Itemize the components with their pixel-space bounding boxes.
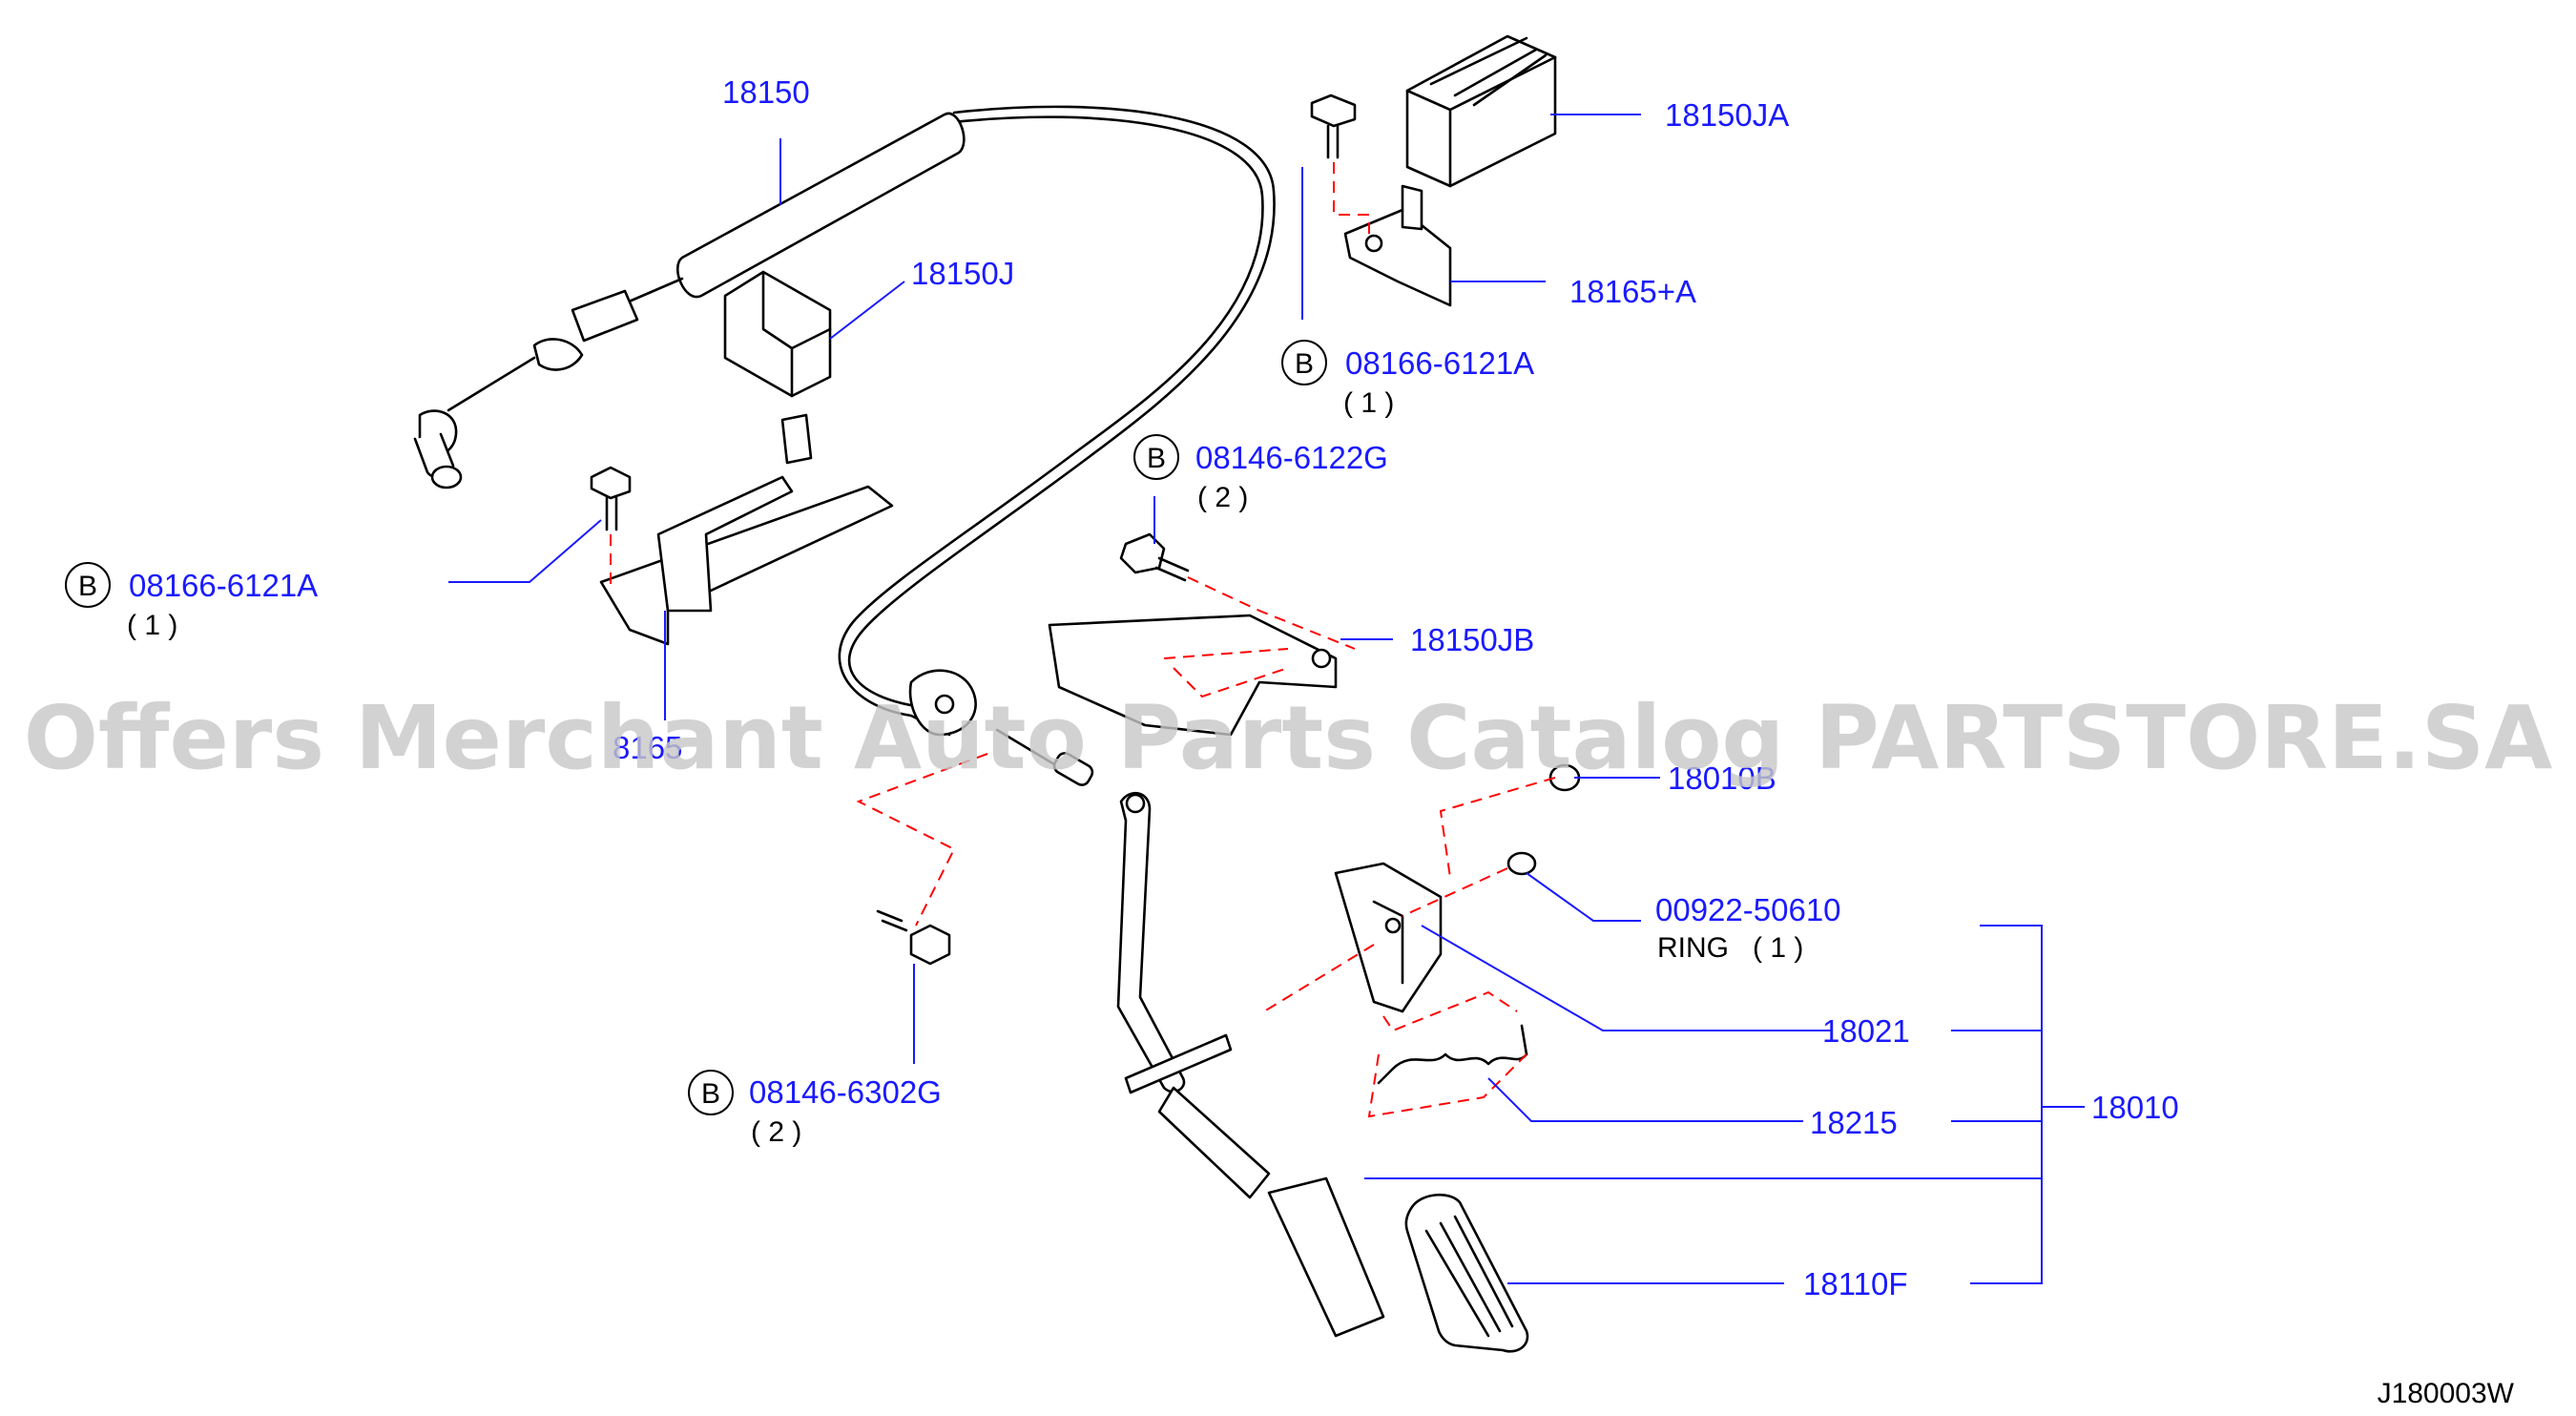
- svg-text:B: B: [78, 571, 97, 602]
- leader-lines: [448, 114, 2085, 1284]
- bolt-08146-6302G-drawing: [876, 909, 951, 966]
- bracket-18165A-drawing: [1343, 184, 1452, 307]
- label-18150JA[interactable]: 18150JA: [1665, 97, 1789, 133]
- cable-clip-18150J-drawing: [723, 270, 832, 398]
- spring-18215-drawing: [1377, 1024, 1528, 1085]
- bolt-badge-08166-left: B: [65, 562, 111, 608]
- label-18150[interactable]: 18150: [722, 74, 810, 110]
- svg-text:B: B: [1147, 443, 1166, 474]
- label-18150JB[interactable]: 18150JB: [1410, 622, 1534, 657]
- svg-text:B: B: [701, 1078, 720, 1110]
- label-08166-6121A-right[interactable]: 08166-6121A: [1345, 345, 1534, 381]
- bracket-18021-drawing: [1334, 862, 1443, 1013]
- bolt-badge-08166-right: B: [1281, 340, 1327, 385]
- label-08146-6122G[interactable]: 08146-6122G: [1195, 440, 1388, 475]
- assembly-dashed-lines: [610, 162, 1556, 1118]
- qty-08146-6122G: ( 2 ): [1197, 482, 1248, 513]
- cable-clamp-18150JA-drawing: [1405, 34, 1557, 188]
- label-18215[interactable]: 18215: [1810, 1105, 1898, 1140]
- label-18165A[interactable]: 18165+A: [1569, 274, 1696, 309]
- bolt-08166-right-drawing: [1310, 94, 1357, 159]
- qty-08146-6302G: ( 2 ): [751, 1116, 801, 1148]
- watermark: Offers Merchant Auto Parts Catalog PARTS…: [24, 687, 2553, 789]
- bracket-18150JB-drawing: [1048, 532, 1338, 737]
- label-18110F[interactable]: 18110F: [1803, 1266, 1907, 1301]
- desc-ring: RING ( 1 ): [1657, 932, 1803, 964]
- bracket-18165-left-drawing: [590, 413, 894, 646]
- figure-code: J180003W: [2378, 1378, 2515, 1409]
- label-08146-6302G[interactable]: 08146-6302G: [749, 1074, 942, 1110]
- qty-08166-6121A-right: ( 1 ): [1343, 387, 1394, 419]
- bolt-badge-08146-6122G: B: [1133, 434, 1179, 480]
- accelerator-pedal-drawing: [1116, 791, 1385, 1338]
- label-18010B-partial[interactable]: 18010B: [1668, 760, 1776, 796]
- label-00922-50610[interactable]: 00922-50610: [1655, 892, 1841, 927]
- bolt-badge-08146-6302G: B: [688, 1070, 734, 1115]
- ring-00922-drawing: [1506, 851, 1537, 876]
- label-08166-6121A-left[interactable]: 08166-6121A: [129, 568, 318, 603]
- label-18165-partial[interactable]: 8165: [613, 730, 682, 765]
- label-18021[interactable]: 18021: [1822, 1013, 1910, 1049]
- svg-text:B: B: [1295, 348, 1314, 380]
- label-18150J[interactable]: 18150J: [911, 256, 1014, 291]
- label-18010[interactable]: 18010: [2091, 1090, 2179, 1125]
- pedal-pad-18110F-drawing: [1404, 1194, 1529, 1353]
- qty-08166-6121A-left: ( 1 ): [127, 610, 177, 641]
- accelerator-cable-drawing: [413, 105, 1276, 786]
